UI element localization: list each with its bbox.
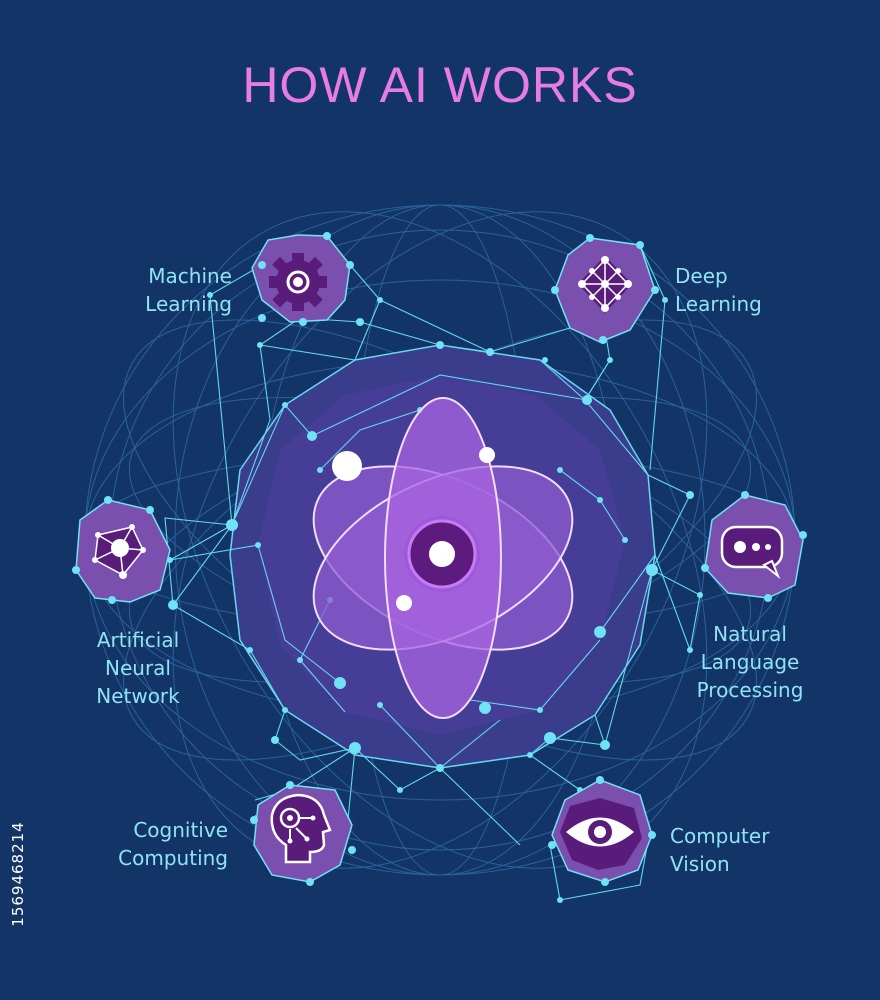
electron: [396, 595, 412, 611]
page-title: HOW AI WORKS: [242, 57, 638, 113]
node-natural-language-processing: [701, 491, 807, 602]
label-machine-learning: Machine Learning: [145, 264, 232, 316]
label-computer-vision: Computer Vision: [670, 824, 770, 876]
chat-bubble-icon: [720, 525, 784, 580]
label-cognitive-computing: Cognitive Computing: [118, 818, 228, 870]
neural-node-icon: [92, 524, 146, 579]
electron: [479, 447, 495, 463]
label-deep-learning: Deep Learning: [675, 264, 762, 316]
eye-icon: [560, 798, 642, 870]
node-machine-learning: [251, 232, 354, 326]
gear-icon: [269, 253, 327, 311]
node-artificial-neural-network: [72, 496, 171, 604]
stock-id-text: 1569468214: [9, 821, 27, 927]
node-cognitive-computing: [250, 781, 356, 886]
label-natural-language-processing: Natural Language Processing: [696, 622, 804, 702]
head-gear-icon: [270, 793, 332, 864]
atom-core: [312, 397, 574, 719]
network-links: [164, 244, 701, 901]
electron: [332, 451, 362, 481]
label-artificial-neural-network: Artificial Neural Network: [96, 628, 180, 708]
node-deep-learning: [551, 234, 659, 344]
node-computer-vision: [548, 776, 656, 886]
network-icon: [578, 256, 632, 313]
stock-id-watermark: 1569468214: [8, 755, 28, 995]
